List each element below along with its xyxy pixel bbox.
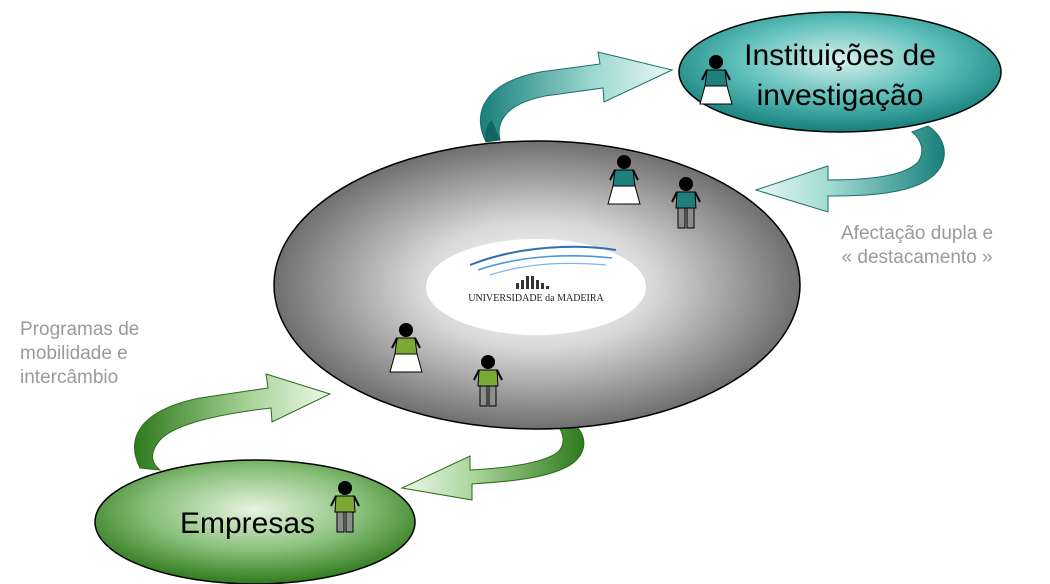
university-logo-text: UNIVERSIDADE da MADEIRA [468, 293, 604, 304]
companies-label-text: Empresas [180, 507, 316, 540]
mobility-programs-note-line3: intercâmbio [20, 367, 119, 388]
institutions-label-line1: Instituições de [744, 39, 936, 72]
arrow-from-companies [134, 373, 332, 471]
institutions-ellipse [678, 11, 1002, 133]
mobility-programs-note-line1: Programas de [20, 319, 140, 340]
dual-assignment-note-line1: Afectação dupla e [841, 223, 994, 244]
dual-assignment-note-line2: « destacamento » [841, 247, 993, 268]
institutions-label-line2: investigação [756, 79, 924, 112]
arrow-to-institutions [479, 51, 674, 143]
dual-assignment-note: Afectação dupla e « destacamento » [841, 222, 993, 270]
companies-label: Empresas [180, 506, 315, 542]
university-logo-icon [469, 245, 617, 289]
companies-ellipse [94, 459, 416, 584]
institutions-label: Instituições de investigação [700, 36, 980, 116]
arrow-to-companies [400, 417, 585, 501]
mobility-programs-note-line2: mobilidade e [20, 343, 128, 364]
mobility-programs-note: Programas de mobilidade e intercâmbio [20, 318, 139, 390]
arrow-from-institutions [754, 125, 945, 213]
